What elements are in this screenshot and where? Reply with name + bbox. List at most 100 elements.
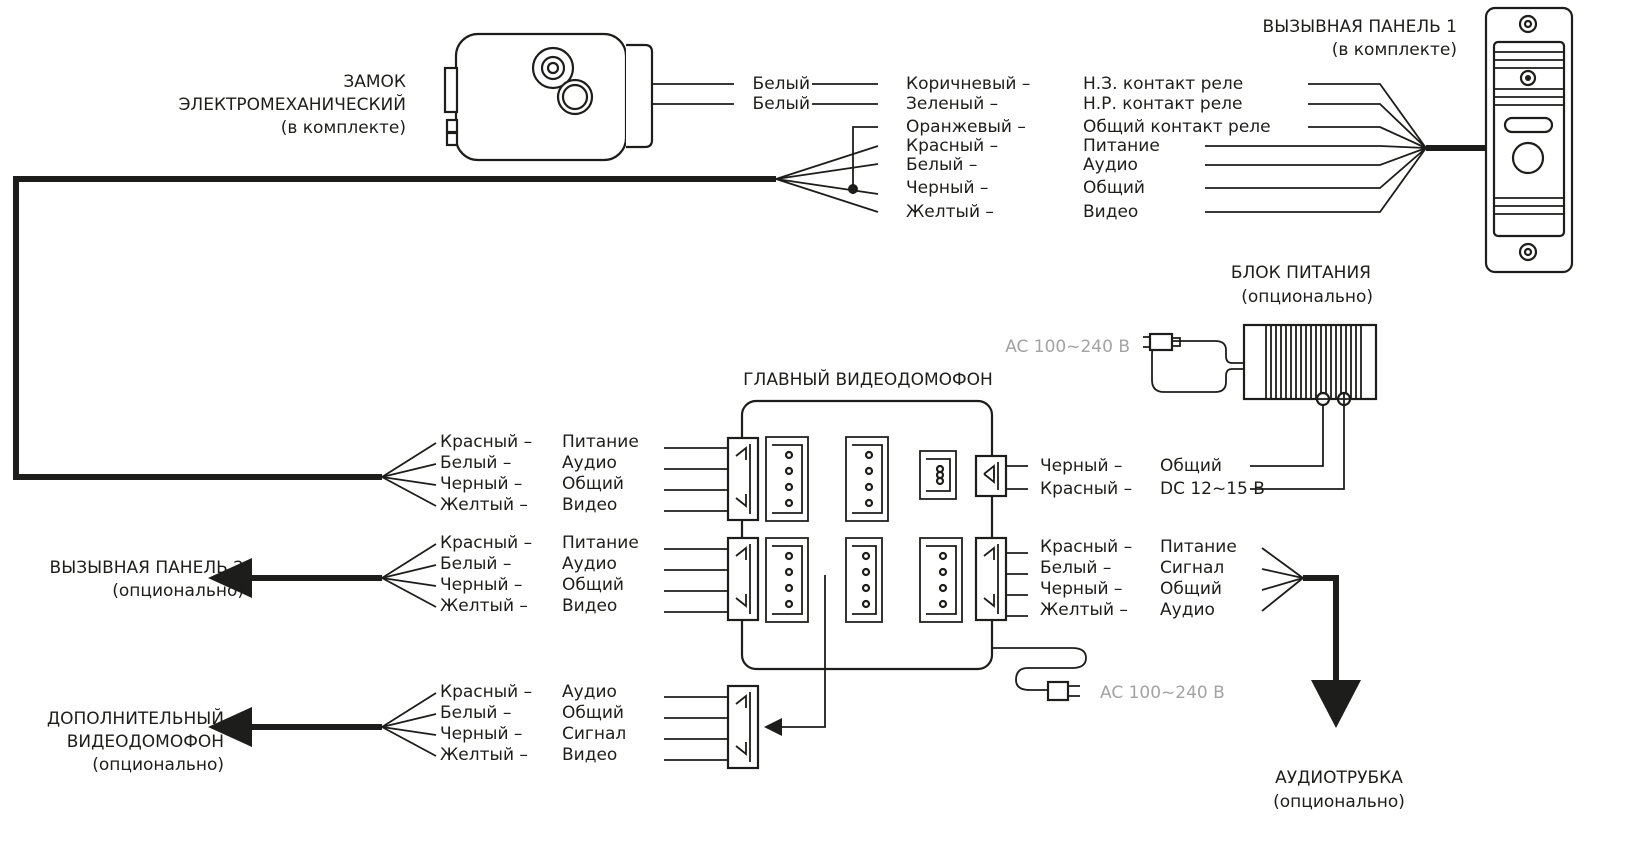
panel1-wire-color-1: Коричневый – bbox=[906, 74, 1030, 94]
group3-signal-3: Сигнал bbox=[562, 724, 626, 744]
left-group-3-fan-4 bbox=[381, 726, 437, 757]
extra-monitor-label-line1: ДОПОЛНИТЕЛЬНЫЙ bbox=[47, 707, 224, 729]
socket-a1-pin-3 bbox=[784, 482, 794, 492]
left-group-2-fan-3 bbox=[381, 577, 437, 587]
group1-signal-2: Аудио bbox=[562, 453, 617, 473]
group1-signal-4: Видео bbox=[562, 495, 617, 515]
left-group-2-fan-4 bbox=[381, 577, 437, 608]
socket-b3-frame bbox=[926, 545, 957, 615]
lock-label-line3: (в комплекте) bbox=[281, 118, 406, 138]
socket-b3-pin-1 bbox=[938, 551, 948, 561]
handset-wire-color-4: Желтый – bbox=[1040, 600, 1128, 620]
psu-positive-wire bbox=[1250, 405, 1345, 490]
socket-a1-frame bbox=[772, 444, 803, 514]
group2-color-1: Красный – bbox=[440, 533, 532, 553]
handset-fan-4 bbox=[1261, 577, 1304, 612]
socket-b2 bbox=[845, 537, 883, 623]
panel1-wire-color-3: Оранжевый – bbox=[906, 117, 1026, 137]
handset-wire-color-1: Красный – bbox=[1040, 537, 1132, 557]
socket-b1-pin-4 bbox=[784, 599, 794, 609]
group1-color-1: Красный – bbox=[440, 432, 532, 452]
group3-color-4: Желтый – bbox=[440, 745, 528, 765]
socket-b1 bbox=[765, 537, 809, 623]
group2-signal-1: Питание bbox=[562, 533, 639, 553]
extra-monitor-connector-tick-b bbox=[735, 742, 747, 756]
left-connector-2-tick-b bbox=[735, 594, 747, 608]
handset-label-line2: (опционально) bbox=[1273, 792, 1405, 812]
socket-b2-pin-3 bbox=[861, 583, 871, 593]
panel1-fan-right bbox=[1205, 83, 1427, 213]
panel1-wire-color-2: Зеленый – bbox=[906, 94, 998, 114]
call-panel-2-label-line1: ВЫЗЫВНАЯ ПАНЕЛЬ 2 bbox=[50, 558, 244, 578]
lock-label-line1: ЗАМОК bbox=[343, 72, 406, 92]
handset-wire-signal-3: Общий bbox=[1160, 579, 1222, 599]
power-wire-color-1: Черный – bbox=[1040, 456, 1122, 476]
extra-monitor-connector-tick-a bbox=[735, 694, 747, 708]
connectors bbox=[381, 436, 1304, 770]
lock-wire-1: Белый bbox=[753, 74, 810, 94]
extra-monitor-connector bbox=[726, 684, 760, 770]
group3-color-2: Белый – bbox=[440, 703, 511, 723]
panel1-wire-signal-4: Питание bbox=[1083, 136, 1160, 156]
socket-a2-frame bbox=[852, 444, 883, 514]
group3-signal-2: Общий bbox=[562, 703, 624, 723]
left-connector-1-tick-b bbox=[735, 494, 747, 508]
group3-signal-1: Аудио bbox=[562, 682, 617, 702]
socket-b1-pin-2 bbox=[784, 567, 794, 577]
socket-b3-pin-3 bbox=[938, 583, 948, 593]
cable-handset bbox=[1303, 575, 1339, 683]
socket-a3-pin-3 bbox=[935, 476, 945, 486]
socket-a1 bbox=[765, 436, 809, 522]
panel1-wire-color-5: Белый – bbox=[906, 155, 977, 175]
socket-a2-pin-2 bbox=[864, 466, 874, 476]
main-video-intercom bbox=[740, 399, 1087, 736]
socket-b2-pin-2 bbox=[861, 567, 871, 577]
group1-color-4: Желтый – bbox=[440, 495, 528, 515]
left-group-2-fan-1 bbox=[381, 543, 437, 579]
socket-b3 bbox=[919, 537, 963, 623]
handset-wire-color-3: Черный – bbox=[1040, 579, 1122, 599]
mains-plug-power-supply bbox=[1143, 332, 1181, 352]
power-wire-signal-1: Общий bbox=[1160, 456, 1222, 476]
socket-a1-pin-2 bbox=[784, 466, 794, 476]
group1-signal-3: Общий bbox=[562, 474, 624, 494]
group2-color-3: Черный – bbox=[440, 575, 522, 595]
psu-negative-wire bbox=[1250, 405, 1324, 467]
group2-signal-4: Видео bbox=[562, 596, 617, 616]
power-connector-tick-b bbox=[983, 470, 995, 484]
power-supply-label-line2: (опционально) bbox=[1241, 287, 1373, 307]
group2-color-4: Желтый – bbox=[440, 596, 528, 616]
arrow-extra-monitor bbox=[208, 707, 252, 747]
socket-a2-pin-1 bbox=[864, 450, 874, 460]
power-connector bbox=[974, 454, 1008, 498]
panel1-wire-signal-6: Общий bbox=[1083, 178, 1145, 198]
group3-signal-4: Видео bbox=[562, 745, 617, 765]
power-supply-label-line1: БЛОК ПИТАНИЯ bbox=[1231, 263, 1371, 283]
panel1-fan-left bbox=[775, 145, 879, 213]
cable-panel1-to-main bbox=[13, 176, 776, 480]
socket-a3-frame bbox=[926, 458, 951, 492]
group1-signal-1: Питание bbox=[562, 432, 639, 452]
left-group-2-fan-2 bbox=[381, 564, 437, 579]
left-group-3-fan-3 bbox=[381, 726, 437, 736]
panel1-wire-signal-2: Н.Р. контакт реле bbox=[1083, 94, 1243, 114]
group1-color-2: Белый – bbox=[440, 453, 511, 473]
group1-color-3: Черный – bbox=[440, 474, 522, 494]
mains-plug-main-unit bbox=[1046, 680, 1080, 702]
left-group-1-fan-3 bbox=[381, 476, 437, 486]
arrow-handset bbox=[1311, 680, 1361, 728]
panel1-wire-color-6: Черный – bbox=[906, 178, 988, 198]
socket-b1-pin-3 bbox=[784, 583, 794, 593]
lock-label-line2: ЭЛЕКТРОМЕХАНИЧЕСКИЙ bbox=[179, 93, 406, 115]
lock-wire-2: Белый bbox=[753, 94, 810, 114]
socket-b2-pin-1 bbox=[861, 551, 871, 561]
power-supply bbox=[1242, 323, 1378, 407]
extra-monitor-label-line3: (опционально) bbox=[92, 755, 224, 775]
mains-label-power-supply: AC 100~240 В bbox=[1005, 337, 1130, 357]
left-group-1-fan-4 bbox=[381, 476, 437, 507]
handset-wire-signal-2: Сигнал bbox=[1160, 558, 1224, 578]
socket-b2-pin-4 bbox=[861, 599, 871, 609]
arrow-call-panel-2 bbox=[208, 558, 252, 598]
left-group-1-fan-2 bbox=[381, 463, 437, 478]
main-unit-title: ГЛАВНЫЙ ВИДЕОДОМОФОН bbox=[743, 368, 993, 390]
